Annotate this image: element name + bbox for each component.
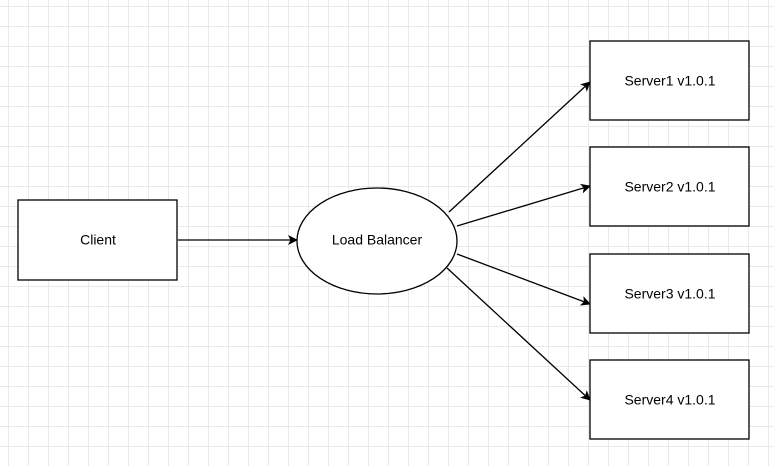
server3-label: Server3 v1.0.1 xyxy=(624,286,715,302)
edge-load-balancer-to-server2[interactable] xyxy=(456,183,591,227)
node-load-balancer[interactable]: Load Balancer xyxy=(296,187,458,295)
node-server1[interactable]: Server1 v1.0.1 xyxy=(589,40,750,121)
server4-label: Server4 v1.0.1 xyxy=(624,392,715,408)
edge-load-balancer-to-server3[interactable] xyxy=(456,253,591,306)
edge-load-balancer-to-server1[interactable] xyxy=(448,81,591,213)
server3-box[interactable] xyxy=(589,253,750,334)
server1-label: Server1 v1.0.1 xyxy=(624,73,715,89)
node-server2[interactable]: Server2 v1.0.1 xyxy=(589,146,750,227)
node-client[interactable]: Client xyxy=(17,199,178,281)
load-balancer-ellipse[interactable] xyxy=(296,187,458,295)
client-label: Client xyxy=(80,232,116,248)
node-server4[interactable]: Server4 v1.0.1 xyxy=(589,359,750,440)
edge-load-balancer-to-server4[interactable] xyxy=(446,267,591,401)
load-balancer-label: Load Balancer xyxy=(332,232,423,248)
server2-box[interactable] xyxy=(589,146,750,227)
server2-label: Server2 v1.0.1 xyxy=(624,179,715,195)
server1-box[interactable] xyxy=(589,40,750,121)
client-box[interactable] xyxy=(17,199,178,281)
server4-box[interactable] xyxy=(589,359,750,440)
node-server3[interactable]: Server3 v1.0.1 xyxy=(589,253,750,334)
edges xyxy=(178,81,591,401)
